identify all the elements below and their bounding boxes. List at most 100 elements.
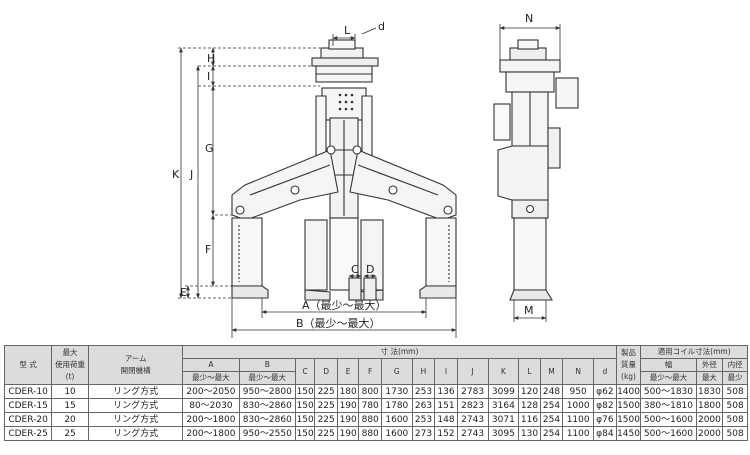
header-dimensions: 寸 法(mm) — [182, 345, 617, 359]
dim-label-n: N — [525, 12, 533, 25]
cell-a: 200～1800 — [182, 412, 240, 427]
header-coil-od: 外径 — [695, 358, 724, 372]
cell-coil-od: 2000 — [695, 412, 724, 427]
cell-model: CDER-10 — [3, 384, 53, 399]
cell-g: 1780 — [380, 398, 413, 413]
header-col-e: E — [336, 358, 360, 385]
dim-label-e: E — [180, 286, 187, 299]
cell-l: 130 — [518, 426, 541, 441]
cell-h: 253 — [411, 384, 436, 399]
header-coil-od-max: 最大 — [695, 371, 724, 385]
cell-weight: 1500 — [615, 412, 642, 427]
header-col-g: G — [380, 358, 413, 385]
cell-l: 116 — [518, 412, 541, 427]
cell-arm: リング方式 — [87, 426, 184, 441]
dim-label-d: d — [378, 20, 385, 33]
header-col-n: N — [562, 358, 595, 385]
header-col-c: C — [294, 358, 316, 385]
cell-arm: リング方式 — [87, 412, 184, 427]
table-header-row-2: A B C D E F G H I J K L M N d 幅 外径 内径 — [5, 358, 748, 385]
cell-b: 950～2800 — [238, 384, 296, 399]
cell-dia: φ62 — [593, 384, 617, 399]
header-weight: 製品質量(kg) — [615, 345, 642, 385]
header-col-f: F — [358, 358, 382, 385]
spec-table: 型 式 最大使用荷重(t) アーム開閉機構 寸 法(mm) 製品質量(kg) 適… — [3, 345, 748, 441]
header-a-range: 最少～最大 — [182, 371, 240, 385]
dim-label-g: G — [205, 142, 214, 155]
cell-f: 800 — [358, 384, 382, 399]
header-b-range: 最少～最大 — [238, 371, 296, 385]
side-view — [493, 39, 579, 301]
cell-i: 148 — [434, 412, 458, 427]
cell-coil-od: 1800 — [695, 398, 724, 413]
cell-c: 150 — [294, 398, 316, 413]
header-coil-width: 幅 — [640, 358, 697, 372]
cell-d: 225 — [314, 384, 338, 399]
dim-label-i: I — [207, 70, 210, 83]
cell-max-load: 20 — [51, 412, 89, 427]
cell-g: 1600 — [380, 412, 413, 427]
cell-k: 3095 — [487, 426, 520, 441]
cell-m: 248 — [539, 384, 564, 399]
cell-b: 830～2860 — [238, 412, 296, 427]
dim-label-c: C — [351, 263, 359, 276]
header-coil: 適用コイル寸法(mm) — [640, 345, 748, 359]
cell-dia: φ82 — [593, 398, 617, 413]
cell-m: 254 — [539, 426, 564, 441]
cell-j: 2823 — [456, 398, 489, 413]
cell-n: 1100 — [562, 412, 595, 427]
header-coil-width-range: 最少～最大 — [640, 371, 697, 385]
cell-d: 225 — [314, 426, 338, 441]
header-col-i: I — [434, 358, 458, 385]
dim-label-f: F — [205, 243, 211, 256]
dim-label-j: J — [189, 168, 193, 181]
dim-label-m: M — [524, 304, 534, 317]
cell-e: 190 — [336, 398, 360, 413]
cell-h: 253 — [411, 412, 436, 427]
cell-model: CDER-25 — [3, 426, 53, 441]
cell-m: 254 — [539, 398, 564, 413]
header-col-d: D — [314, 358, 338, 385]
cell-m: 254 — [539, 412, 564, 427]
cell-max-load: 10 — [51, 384, 89, 399]
cell-coil-id: 508 — [722, 398, 748, 413]
cell-max-load: 15 — [51, 398, 89, 413]
cell-i: 152 — [434, 426, 458, 441]
cell-weight: 1500 — [615, 398, 642, 413]
cell-weight: 1400 — [615, 384, 642, 399]
header-col-j: J — [456, 358, 489, 385]
header-col-h: H — [411, 358, 436, 385]
header-col-l: L — [518, 358, 541, 385]
cell-b: 950～2550 — [238, 426, 296, 441]
cell-j: 2743 — [456, 412, 489, 427]
table-header-row-3: 最少～最大 最少～最大 最少～最大 最大 最少 — [5, 371, 748, 385]
cell-max-load: 25 — [51, 426, 89, 441]
front-view — [231, 39, 457, 301]
cell-coil-width: 500～1600 — [640, 412, 697, 427]
cell-c: 150 — [294, 412, 316, 427]
header-col-b: B — [238, 358, 296, 372]
spec-table-container: 型 式 最大使用荷重(t) アーム開閉機構 寸 法(mm) 製品質量(kg) 適… — [3, 345, 748, 441]
cell-arm: リング方式 — [87, 398, 184, 413]
header-col-k: K — [487, 358, 520, 385]
cell-e: 190 — [336, 412, 360, 427]
cell-j: 2783 — [456, 384, 489, 399]
cell-n: 1000 — [562, 398, 595, 413]
cell-dia: φ76 — [593, 412, 617, 427]
header-col-dd: d — [593, 358, 617, 385]
cell-k: 3099 — [487, 384, 520, 399]
cell-n: 1100 — [562, 426, 595, 441]
cell-d: 225 — [314, 412, 338, 427]
header-col-m: M — [539, 358, 564, 385]
cell-c: 150 — [294, 426, 316, 441]
side-dimension-labels: N M — [524, 12, 534, 317]
cell-j: 2743 — [456, 426, 489, 441]
cell-i: 151 — [434, 398, 458, 413]
cell-l: 120 — [518, 384, 541, 399]
front-dimension-labels: L d H I K J G F E C D A（最少～最大） B（最少～最大） — [172, 20, 387, 330]
